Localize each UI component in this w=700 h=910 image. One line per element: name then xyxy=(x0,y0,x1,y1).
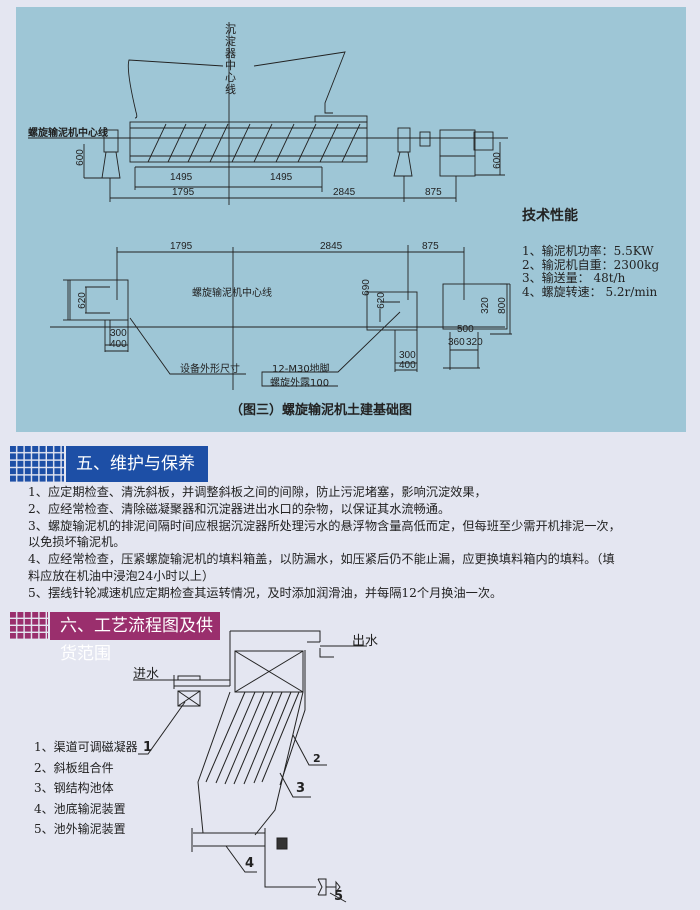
screw-body xyxy=(129,121,368,163)
dim-label: 300 xyxy=(110,328,127,339)
spec-item: 4、螺旋转速： 5.2r/min xyxy=(522,284,658,299)
supply-item: 3、钢结构池体 xyxy=(34,781,114,796)
section6-header: 六、工艺流程图及供货范围 xyxy=(50,612,220,664)
foundation-centerline-label: 螺旋输泥机中心线 xyxy=(192,288,272,299)
screw-flights xyxy=(147,123,361,163)
spec-item: 2、输泥机自重：2300kg xyxy=(522,257,660,272)
section6-grid-icon xyxy=(10,612,48,640)
drawing-panel xyxy=(16,7,686,432)
tank-walls xyxy=(197,691,304,836)
outlet-label: 出水 xyxy=(352,634,379,649)
maintenance-list: 1、应定期检查、清洗斜板，并调整斜板之间的间隙，防止污泥堵塞，影响沉淀效果， 2… xyxy=(28,484,688,602)
dim-label: 875 xyxy=(425,187,442,198)
bottom-conveyor xyxy=(191,828,316,888)
supply-item: 5、池外输泥装置 xyxy=(34,822,126,837)
maintenance-item: 1、应定期检查、清洗斜板，并调整斜板之间的间隙，防止污泥堵塞，影响沉淀效果， xyxy=(28,485,487,499)
dim-label: 2845 xyxy=(320,241,343,252)
maintenance-item: 料应放在机油中浸泡24小时以上） xyxy=(28,568,215,583)
supply-item: 1、渠道可调磁凝器 xyxy=(34,740,138,754)
section5-header: 五、维护与保养 xyxy=(66,446,208,482)
specs-list: 1、输泥机功率：5.5KW 2、输泥机自重：2300kg 3、输送量： 48t/… xyxy=(522,244,660,299)
dim-label: 400 xyxy=(399,360,416,371)
inclined-plates xyxy=(205,691,300,785)
inclined-plate-box xyxy=(234,650,304,693)
magnetic-coagulator xyxy=(177,690,201,707)
inlet-label: 进水 xyxy=(133,667,160,682)
dim-label: 300 xyxy=(399,350,416,361)
callout-leaders xyxy=(138,701,347,903)
supply-item: 4、池底输泥装置 xyxy=(34,801,126,816)
conveyor-centerline-label: 螺旋输泥机中心线 xyxy=(28,128,108,139)
callout-4: 4 xyxy=(245,856,255,871)
figure-caption: （图三）螺旋输泥机土建基础图 xyxy=(230,403,413,418)
leader-outline xyxy=(129,317,246,375)
dim-label: 320 xyxy=(466,337,483,348)
dim-label: 400 xyxy=(110,339,127,350)
maintenance-item: 4、应经常检查，压紧螺旋输泥机的填料箱盖，以防漏水，如压紧后仍不能止漏，应更换填… xyxy=(28,552,615,567)
dim-label: 1495 xyxy=(270,172,293,183)
specs-title: 技术性能 xyxy=(522,208,578,224)
maintenance-item: 2、应经常检查、清除磁凝聚器和沉淀器进出水口的杂物，以保证其水流畅通。 xyxy=(28,501,451,516)
hopper-right xyxy=(253,51,346,114)
callout-1: 1 xyxy=(143,740,153,755)
supply-item: 2、斜板组合件 xyxy=(34,760,114,775)
screw-conveyor-drawing xyxy=(28,22,512,390)
left-foundation xyxy=(69,279,129,321)
thread-label: 螺旋外露100 xyxy=(270,378,330,389)
motor-icon xyxy=(276,837,288,850)
pump-icon xyxy=(317,878,341,896)
callout-3: 3 xyxy=(296,781,306,796)
settler-centerline-label: 沉淀器中心线 xyxy=(225,23,236,96)
spec-item: 3、输送量： 48t/h xyxy=(522,271,626,285)
dim-label: 2845 xyxy=(333,187,356,198)
inlet-pipe xyxy=(133,675,230,689)
maintenance-item: 以免损坏输泥机。 xyxy=(28,535,126,550)
section5-grid-icon xyxy=(10,446,64,483)
callout-2: 2 xyxy=(313,752,321,765)
callout-5: 5 xyxy=(334,889,344,904)
maintenance-item: 3、螺旋输泥机的排泥间隔时间应根据沉淀器所处理污水的悬浮物含量高低而定，但每班至… xyxy=(28,518,621,533)
outline-label: 设备外形尺寸 xyxy=(180,364,240,375)
middle-foundation xyxy=(366,291,418,331)
spec-item: 1、输泥机功率：5.5KW xyxy=(522,244,654,258)
dim-label: 500 xyxy=(457,324,474,335)
dim-label: 875 xyxy=(422,241,439,252)
supply-scope-list: 1、渠道可调磁凝器 2、斜板组合件 3、钢结构池体 4、池底输泥装置 5、池外输… xyxy=(34,737,138,840)
hopper-left xyxy=(127,59,224,119)
bolt-label: 12-M30地脚 xyxy=(272,364,330,375)
dim-label: 1795 xyxy=(170,241,193,252)
dim-label: 360 xyxy=(448,337,465,348)
dim-label: 1795 xyxy=(172,187,195,198)
tank-top xyxy=(229,630,334,686)
right-foundation xyxy=(442,283,508,330)
maintenance-item: 5、摆线针轮减速机应定期检查其运转情况，及时添加润滑油，并每隔12个月换油一次。 xyxy=(28,585,503,600)
leader-bolt xyxy=(261,311,401,387)
dim-label: 1495 xyxy=(170,172,193,183)
